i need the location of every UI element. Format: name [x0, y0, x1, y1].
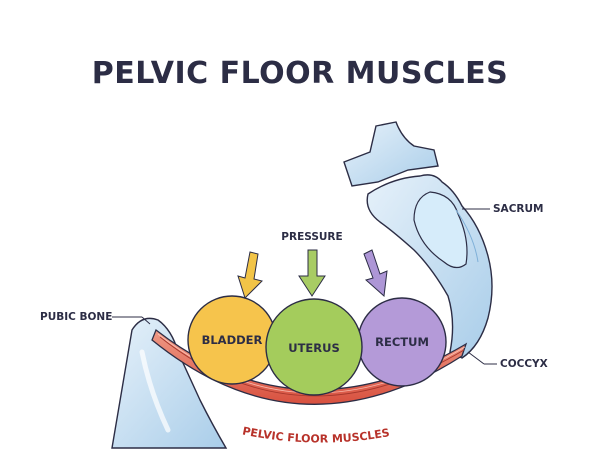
rectum-organ: RECTUM [357, 297, 447, 387]
sacrum-label: SACRUM [493, 203, 543, 215]
coccyx-label: COCCYX [500, 358, 548, 370]
pressure-arrow-bladder [237, 251, 263, 299]
bladder-organ: BLADDER [187, 295, 277, 385]
muscles-caption-text: PELVIC FLOOR MUSCLES [241, 424, 390, 445]
muscles-caption: PELVIC FLOOR MUSCLES [241, 424, 390, 445]
coccyx-leader [467, 351, 485, 365]
pressure-label: PRESSURE [281, 231, 342, 243]
pubic-bone-label: PUBIC BONE [40, 311, 112, 323]
pressure-arrow-uterus [298, 249, 326, 297]
pressure-arrow-rectum [363, 249, 388, 298]
uterus-organ: UTERUS [265, 298, 363, 396]
uterus-label: UTERUS [288, 341, 340, 355]
uterus-circle [265, 298, 363, 396]
page-title: PELVIC FLOOR MUSCLES [91, 56, 509, 91]
bladder-label: BLADDER [202, 333, 263, 347]
sacrum-shape [343, 121, 493, 359]
rectum-label: RECTUM [375, 335, 429, 349]
